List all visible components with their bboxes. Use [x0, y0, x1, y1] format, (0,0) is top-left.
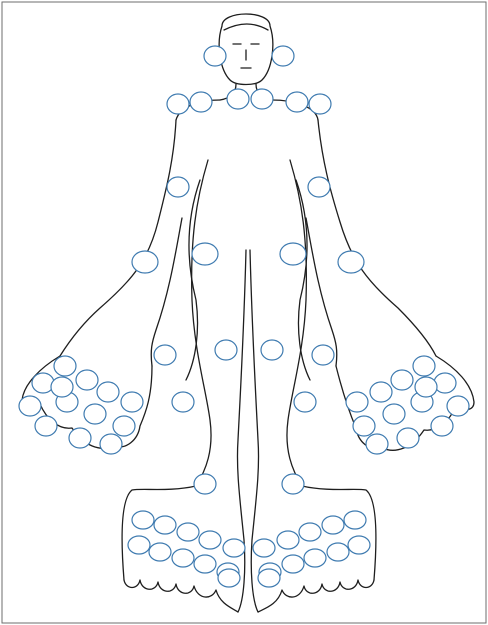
joint-marker-hands-fingers [415, 377, 437, 397]
right-leg-inner [250, 250, 259, 612]
joint-marker-hands-fingers [35, 416, 57, 436]
joint-marker-hands-fingers [172, 392, 194, 412]
joint-marker-feet-toes [299, 523, 321, 541]
joint-marker-hands-fingers [51, 377, 73, 397]
joint-marker-wrists [132, 251, 158, 273]
joint-marker-hands-fingers [353, 416, 375, 436]
joint-marker-feet-toes [304, 549, 326, 567]
joint-marker-hands-fingers [54, 356, 76, 376]
joint-marker-hands-fingers [397, 428, 419, 448]
joint-marker-feet-toes [149, 543, 171, 561]
joint-marker-shoulders-and-neck [309, 94, 331, 114]
joint-marker-elbows [167, 177, 189, 197]
joint-marker-hands-fingers [154, 345, 176, 365]
joint-marker-ankles [282, 474, 304, 494]
joint-marker-hands-fingers [346, 392, 368, 412]
joint-marker-knees [261, 340, 283, 360]
joint-marker-elbows [308, 177, 330, 197]
hair-line [224, 24, 268, 30]
joint-marker-feet-toes [223, 539, 245, 557]
right-inner-thigh [296, 180, 310, 380]
joint-marker-hands-fingers [84, 404, 106, 424]
joint-marker-hands-fingers [100, 434, 122, 454]
joint-marker-feet-toes [344, 511, 366, 529]
joint-marker-hips [192, 243, 218, 265]
joint-marker-shoulders-and-neck [251, 89, 273, 109]
joint-marker-hands-fingers [370, 382, 392, 402]
joint-marker-feet-toes [322, 516, 344, 534]
joint-marker-hands-fingers [113, 416, 135, 436]
joint-marker-hands-fingers [32, 373, 54, 393]
joint-marker-feet-toes [348, 536, 370, 554]
joint-marker-hands-fingers [19, 396, 41, 416]
joint-marker-hands-fingers [76, 370, 98, 390]
joint-marker-feet-toes [327, 543, 349, 561]
joint-marker-ankles [194, 474, 216, 494]
joint-marker-hands-fingers [121, 392, 143, 412]
joint-marker-hands-fingers [69, 428, 91, 448]
joint-marker-hands-fingers [294, 392, 316, 412]
joint-marker-shoulders-and-neck [227, 89, 249, 109]
joint-marker-hands-fingers [431, 416, 453, 436]
joint-marker-hands-fingers [434, 373, 456, 393]
joint-marker-hands-fingers [413, 356, 435, 376]
joint-marker-feet-toes [172, 549, 194, 567]
joint-marker-feet-toes [282, 555, 304, 573]
joint-marker-feet-toes [218, 569, 240, 587]
left-leg-inner [237, 250, 246, 612]
joint-marker-feet-toes [258, 569, 280, 587]
joint-marker-hands-fingers [447, 396, 469, 416]
joint-marker-hands-fingers [383, 404, 405, 424]
joint-marker-shoulders-and-neck [190, 92, 212, 112]
joint-marker-feet-toes [277, 531, 299, 549]
left-inner-thigh [186, 180, 200, 380]
joint-marker-jaw [204, 46, 226, 66]
joint-marker-hands-fingers [312, 345, 334, 365]
joint-marker-wrists [338, 251, 364, 273]
joint-marker-feet-toes [132, 511, 154, 529]
right-torso-side [306, 218, 337, 366]
left-torso-side [151, 218, 182, 366]
joint-marker-shoulders-and-neck [286, 92, 308, 112]
joint-marker-feet-toes [199, 531, 221, 549]
joint-marker-hands-fingers [97, 382, 119, 402]
joint-marker-shoulders-and-neck [167, 94, 189, 114]
joint-marker-hands-fingers [366, 434, 388, 454]
joint-marker-feet-toes [194, 555, 216, 573]
joint-marker-knees [215, 340, 237, 360]
joint-marker-feet-toes [128, 536, 150, 554]
joint-marker-feet-toes [177, 523, 199, 541]
joint-marker-feet-toes [154, 516, 176, 534]
joint-marker-feet-toes [253, 539, 275, 557]
joint-marker-jaw [272, 46, 294, 66]
joint-marker-hips [280, 243, 306, 265]
joint-marker-hands-fingers [391, 370, 413, 390]
right-arm-outer [318, 120, 436, 356]
